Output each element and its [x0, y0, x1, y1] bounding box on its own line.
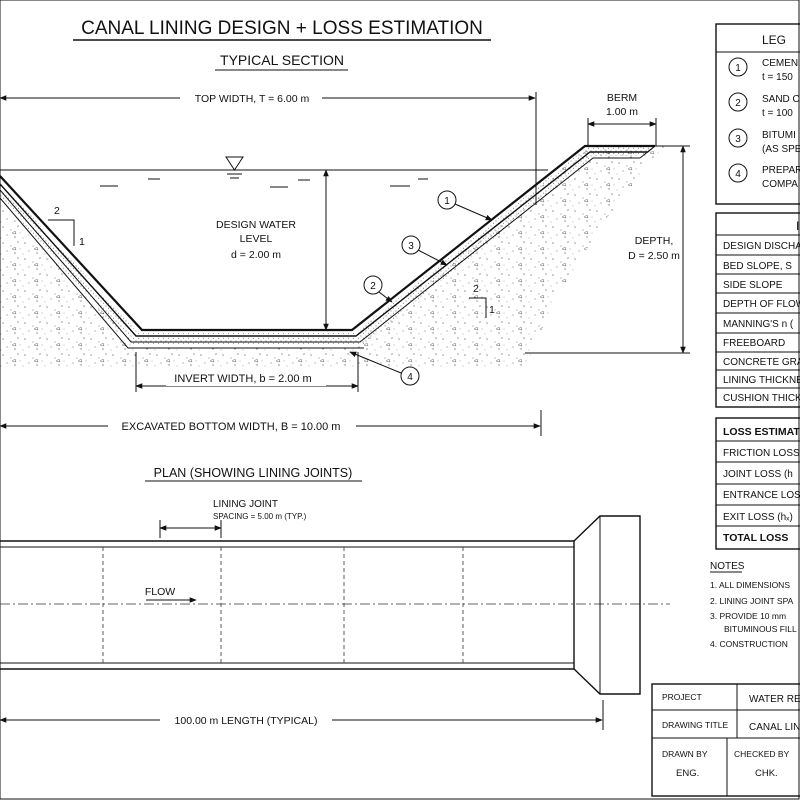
- params-row: MANNING'S n (: [723, 319, 794, 330]
- length-label: 100.00 m LENGTH (TYPICAL): [175, 715, 318, 727]
- legend-item-2-line2: t = 100: [762, 108, 793, 119]
- legend-item-1-line2: t = 150: [762, 72, 793, 83]
- callout-4-number: 4: [407, 372, 413, 383]
- params-row: BED SLOPE, S: [723, 261, 792, 272]
- loss-total: TOTAL LOSS: [723, 532, 788, 544]
- params-row: FREEBOARD: [723, 338, 785, 349]
- note-item: 2. LINING JOINT SPA: [710, 596, 794, 606]
- section-heading: TYPICAL SECTION: [220, 52, 344, 68]
- legend-item-2-line1: SAND C: [762, 94, 800, 105]
- slope-triangle-right: [469, 297, 487, 318]
- params-table: [715, 212, 800, 408]
- callout-2-leader: [378, 291, 393, 303]
- notes-title: NOTES: [710, 561, 745, 572]
- top-width-label: TOP WIDTH, T = 6.00 m: [195, 93, 310, 105]
- callout-3-number: 3: [408, 241, 414, 252]
- params-row: CUSHION THICK: [723, 393, 800, 404]
- plan-heading: PLAN (SHOWING LINING JOINTS): [154, 466, 353, 480]
- invert-label-mask: [166, 370, 326, 386]
- end-structure: [573, 515, 641, 695]
- legend-item-2-icon: [728, 92, 748, 112]
- callout-3: [401, 235, 421, 255]
- legend-item-3-line2: (AS SPE: [762, 144, 800, 155]
- slope-run-right: 1: [489, 304, 495, 316]
- params-row: CONCRETE GRA: [723, 357, 800, 368]
- note-item: 4. CONSTRUCTION: [710, 639, 788, 649]
- joint-label: LINING JOINT: [213, 499, 278, 510]
- cushion-line: [0, 157, 640, 343]
- design-water-line3: d = 2.00 m: [231, 249, 281, 261]
- depth-line1: DEPTH,: [635, 235, 674, 247]
- slope-rise-left: 2: [54, 205, 60, 217]
- params-row: DEPTH OF FLOW: [723, 299, 800, 310]
- design-water-line1: DESIGN WATER: [216, 219, 296, 231]
- legend-item-4-icon: [728, 163, 748, 183]
- slope-triangle-left: [48, 219, 75, 246]
- legend-box: [715, 23, 800, 205]
- legend-item-4-line2: COMPA: [762, 179, 798, 190]
- legend-item-3-line1: BITUMI: [762, 130, 796, 141]
- legend-item-4-line1: PREPAR: [762, 165, 800, 176]
- drawing-title-value: CANAL LIN: [749, 722, 800, 733]
- slope-rise-right: 2: [473, 283, 479, 295]
- params-row: DESIGN DISCHA: [723, 241, 800, 252]
- drawing-title: CANAL LINING DESIGN + LOSS ESTIMATION: [81, 18, 483, 39]
- callout-1-leader: [454, 203, 493, 221]
- project-value: WATER RE: [749, 694, 800, 705]
- lining-top-line: [0, 144, 655, 332]
- params-row: SIDE SLOPE: [723, 280, 783, 291]
- note-item: 1. ALL DIMENSIONS: [710, 580, 790, 590]
- params-header: I: [796, 219, 799, 233]
- legend-title: LEG: [762, 33, 786, 47]
- berm-label: BERM: [607, 92, 637, 104]
- callout-1-number: 1: [444, 196, 450, 207]
- callout-2-number: 2: [370, 281, 376, 292]
- note-item: BITUMINOUS FILL: [724, 624, 797, 634]
- lining-inner-line: [0, 151, 648, 337]
- note-item: 3. PROVIDE 10 mm: [710, 611, 786, 621]
- joint-spacing: SPACING = 5.00 m (TYP.): [213, 512, 307, 521]
- excavated-width-label: EXCAVATED BOTTOM WIDTH, B = 10.00 m: [122, 421, 341, 433]
- water-level-symbol: [225, 156, 244, 171]
- loss-row: ENTRANCE LOS: [723, 490, 800, 501]
- soil-fill: [0, 146, 678, 368]
- loss-header: LOSS ESTIMAT: [723, 426, 800, 438]
- drawn-by-label: DRAWN BY: [662, 749, 708, 759]
- checked-by-value: CHK.: [755, 768, 778, 779]
- loss-rows: [716, 440, 800, 527]
- subgrade-line: [0, 197, 364, 349]
- legend-item-4-number: 4: [735, 169, 741, 180]
- callout-1: [437, 190, 457, 210]
- callout-4: [400, 366, 420, 386]
- legend-item-1-number: 1: [735, 63, 741, 74]
- legend-item-1-icon: [728, 57, 748, 77]
- params-row: LINING THICKNE: [723, 375, 800, 386]
- loss-row: FRICTION LOSS: [723, 448, 800, 459]
- slope-run-left: 1: [79, 236, 85, 248]
- checked-by-label: CHECKED BY: [734, 749, 790, 759]
- callout-2: [363, 275, 383, 295]
- legend-item-2-number: 2: [735, 98, 741, 109]
- drawing-title-label: DRAWING TITLE: [662, 720, 728, 730]
- loss-row: EXIT LOSS (hₓ): [723, 512, 793, 523]
- berm-value: 1.00 m: [606, 106, 638, 118]
- params-rows: [716, 234, 800, 389]
- legend-item-3-icon: [728, 128, 748, 148]
- legend-item-1-line1: CEMEN: [762, 58, 798, 69]
- callout-3-leader: [417, 249, 448, 266]
- flow-label: FLOW: [145, 586, 175, 598]
- legend-item-3-number: 3: [735, 134, 741, 145]
- loss-row: JOINT LOSS (h: [723, 469, 793, 480]
- invert-width-label: INVERT WIDTH, b = 2.00 m: [174, 373, 311, 385]
- depth-line2: D = 2.50 m: [628, 250, 680, 262]
- drawn-by-value: ENG.: [676, 768, 699, 779]
- design-water-line2: LEVEL: [240, 233, 273, 245]
- project-label: PROJECT: [662, 692, 702, 702]
